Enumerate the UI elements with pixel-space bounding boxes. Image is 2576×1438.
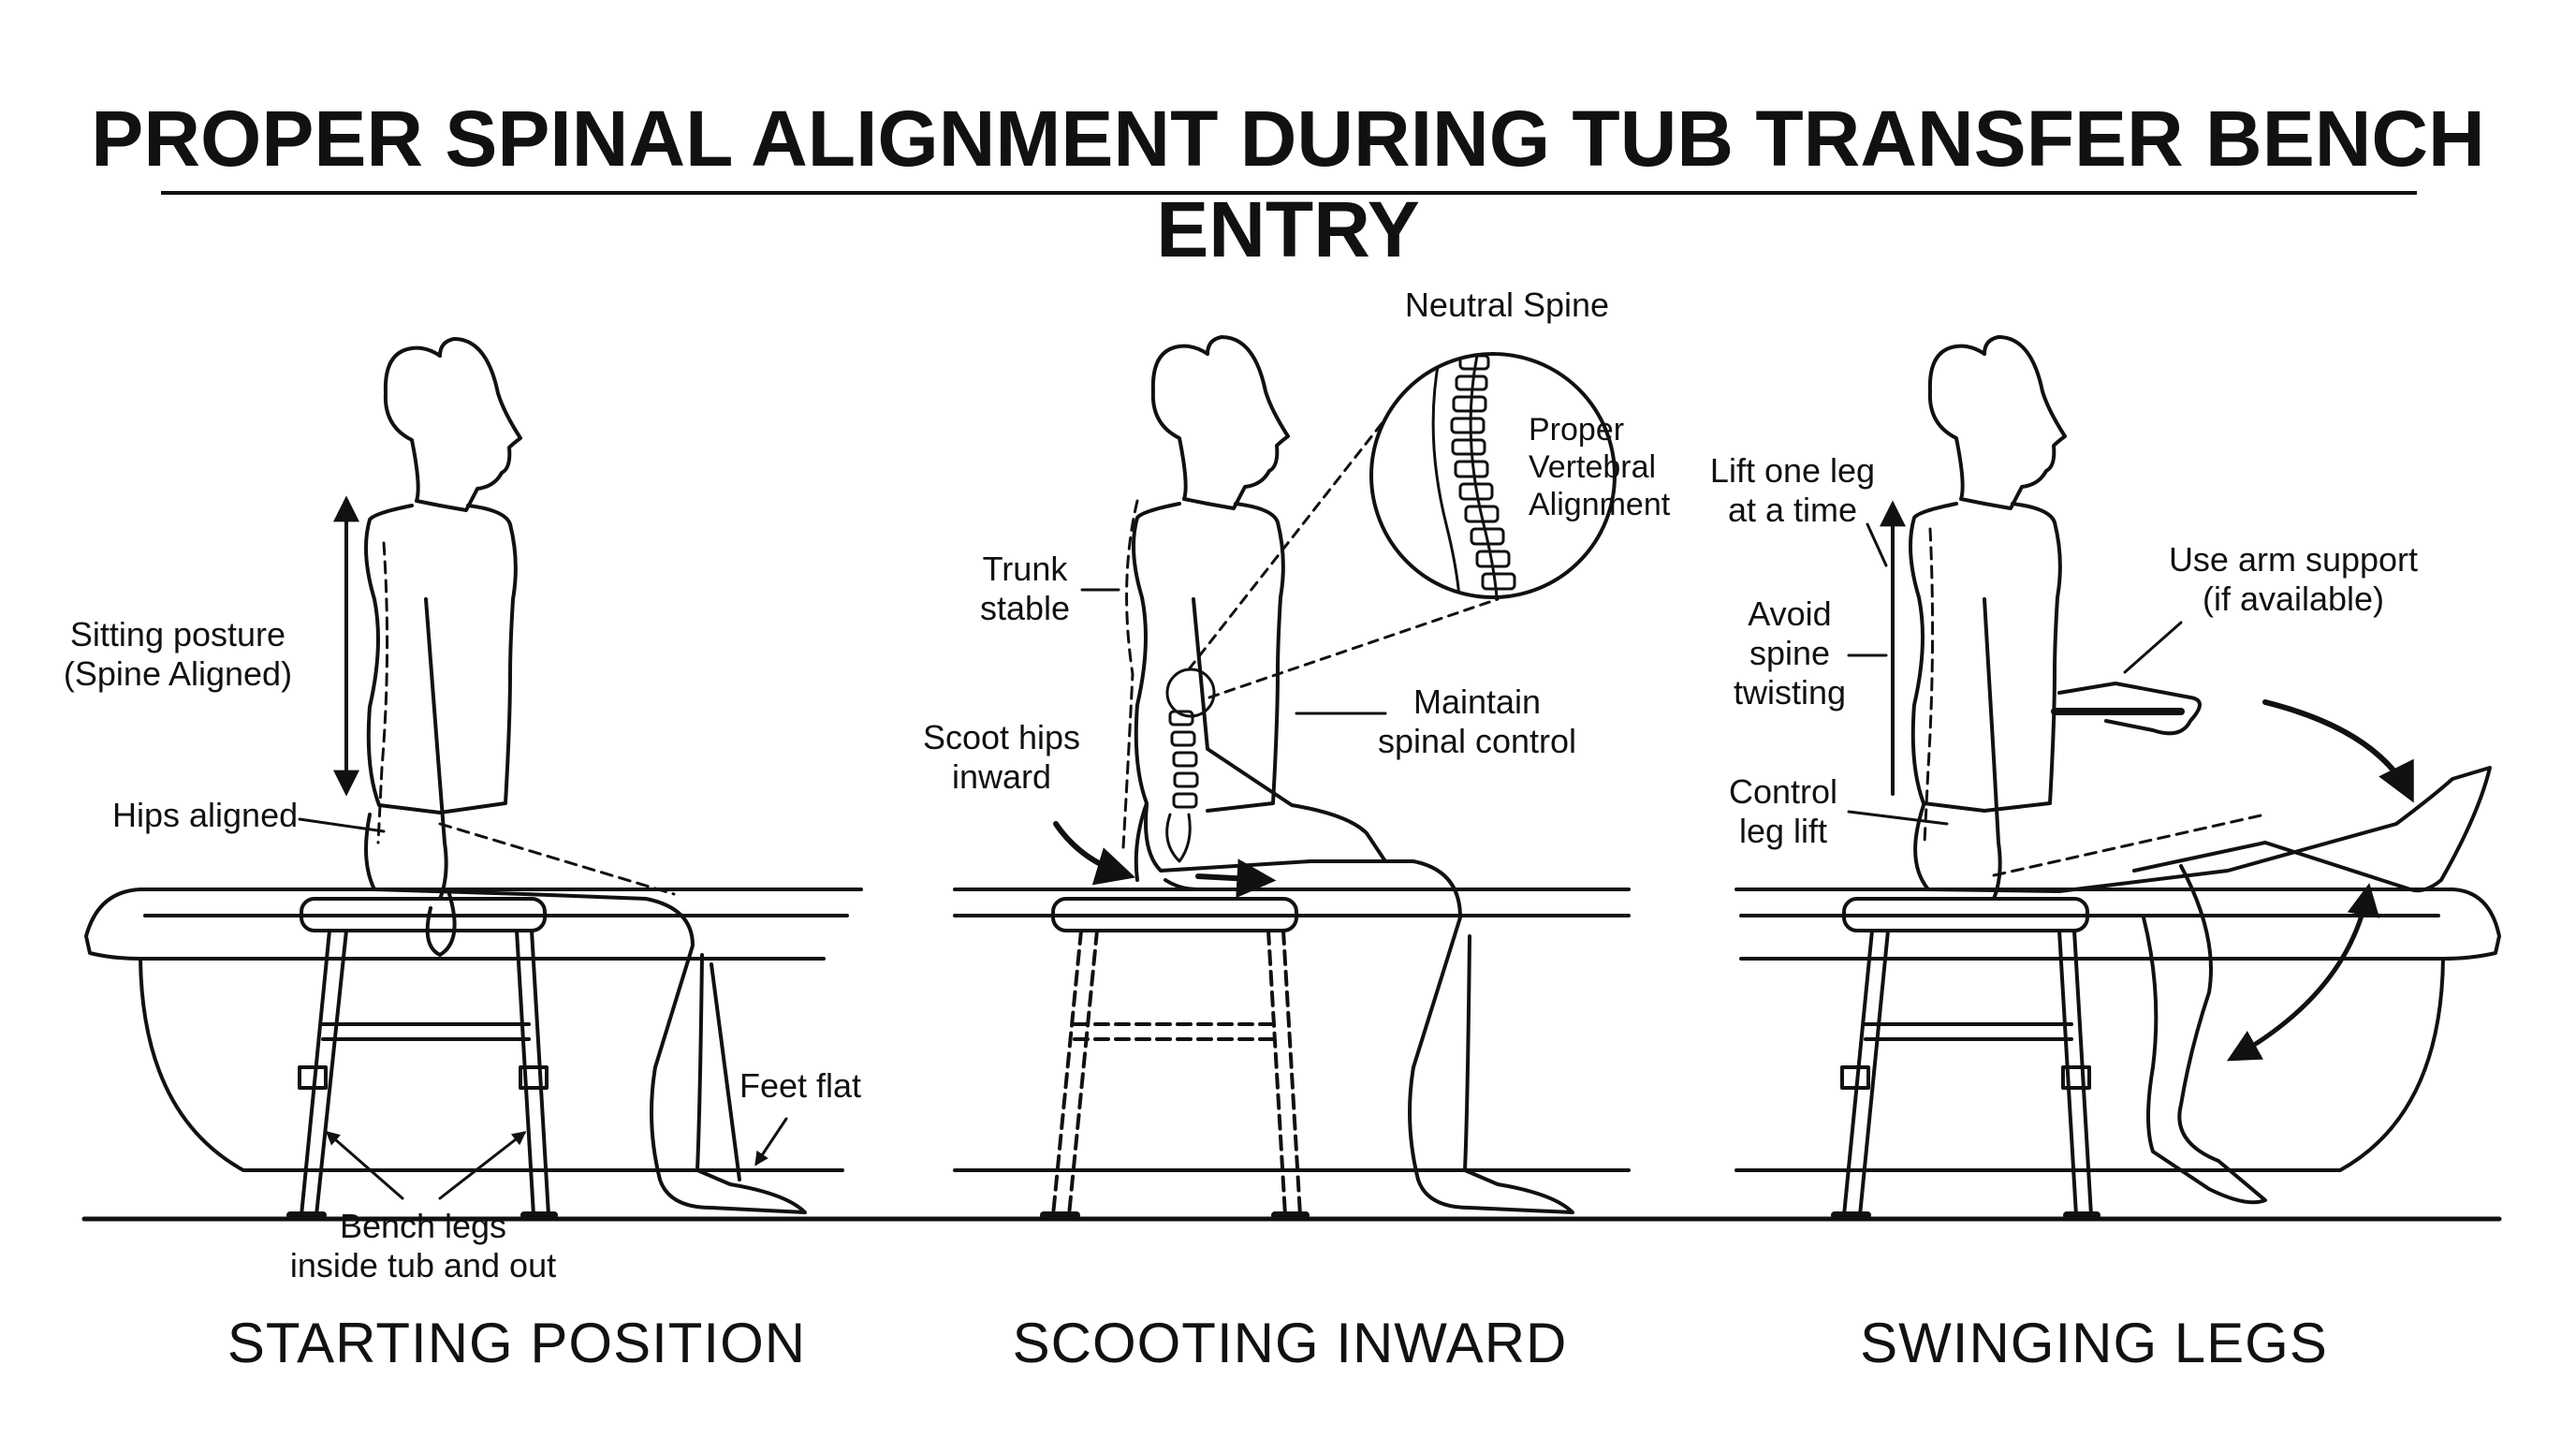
label-arm-support-1: Use arm support — [2169, 540, 2418, 579]
caption-swinging-legs: SWINGING LEGS — [1860, 1311, 2328, 1375]
label-bench-legs-2: inside tub and out — [290, 1246, 556, 1284]
hip-dashed-line — [440, 824, 674, 894]
magnifier-line-upper — [1189, 421, 1383, 669]
label-trunk-stable-2: stable — [980, 589, 1070, 627]
magnified-spine — [1433, 346, 1515, 618]
scoot-arrow-straight — [1198, 876, 1268, 880]
label-vertebral-3: Alignment — [1529, 487, 1671, 522]
label-lift-one-leg-1: Lift one leg — [1710, 451, 1875, 490]
label-scoot-hips-1: Scoot hips — [923, 718, 1080, 756]
label-hips-aligned: Hips aligned — [112, 796, 298, 834]
label-spinal-control-1: Maintain — [1413, 682, 1541, 721]
label-spinal-control-2: spinal control — [1378, 722, 1576, 760]
person-swinging — [1910, 337, 2490, 1202]
label-neutral-spine: Neutral Spine — [1405, 286, 1609, 324]
scoot-arrow-curved — [1056, 824, 1128, 875]
leg-dashed-line — [1994, 814, 2265, 875]
label-trunk-stable-1: Trunk — [983, 550, 1069, 588]
spine-focus-circle — [1167, 669, 1214, 716]
caption-scooting-inward: SCOOTING INWARD — [1013, 1311, 1568, 1375]
control-leg-leader — [1849, 812, 1947, 824]
feet-arrow — [756, 1119, 786, 1164]
label-avoid-twisting-3: twisting — [1734, 673, 1846, 712]
swing-arrow-top — [2265, 702, 2410, 796]
lower-spine-detail — [1167, 712, 1197, 861]
label-control-leg-1: Control — [1729, 772, 1837, 811]
transfer-bench — [1835, 899, 2097, 1215]
label-control-leg-2: leg lift — [1739, 812, 1827, 850]
bathtub — [955, 889, 1629, 1170]
label-vertebral-2: Vertebral — [1529, 449, 1656, 485]
spine-dashed-line — [1925, 529, 1933, 843]
bench-leg-arrow-right — [440, 1133, 524, 1198]
panel-swinging-legs: Lift one leg at a time Avoid spine twist… — [1710, 337, 2499, 1215]
label-avoid-twisting-2: spine — [1749, 634, 1830, 672]
label-feet-flat: Feet flat — [739, 1066, 861, 1105]
lift-leg-leader — [1867, 524, 1886, 565]
person-scooting — [1134, 337, 1573, 1212]
transfer-bench — [290, 899, 554, 1215]
panel-scooting-inward: Neutral Spine Proper Vertebral Alignment… — [923, 286, 1671, 1215]
transfer-bench — [1044, 899, 1306, 1215]
caption-starting-position: STARTING POSITION — [227, 1311, 806, 1375]
label-scoot-hips-2: inward — [952, 757, 1051, 796]
label-lift-one-leg-2: at a time — [1728, 491, 1857, 529]
bench-leg-arrow-left — [328, 1133, 402, 1198]
arm-support-leader — [2125, 623, 2181, 672]
label-vertebral-1: Proper — [1529, 412, 1624, 448]
spine-dashed-line — [378, 543, 388, 843]
label-sitting-posture-2: (Spine Aligned) — [64, 654, 292, 693]
label-bench-legs-1: Bench legs — [340, 1207, 506, 1245]
label-arm-support-2: (if available) — [2203, 580, 2384, 618]
label-avoid-twisting-1: Avoid — [1748, 594, 1831, 633]
hips-leader — [300, 819, 384, 831]
label-sitting-posture-1: Sitting posture — [70, 615, 285, 653]
